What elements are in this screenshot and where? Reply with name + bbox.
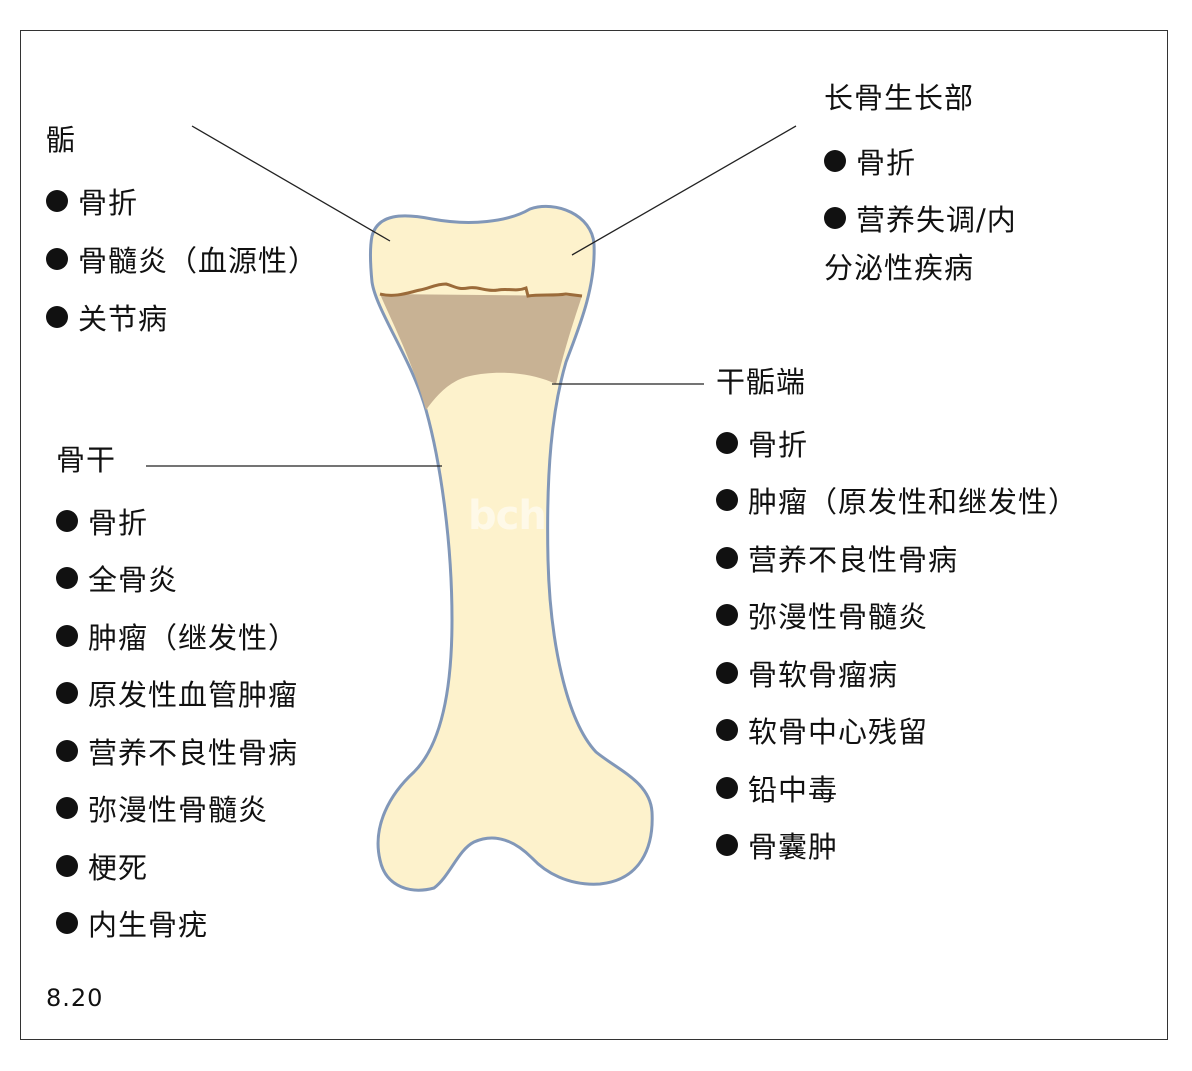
list-item-label: 营养不良性骨病 (748, 542, 959, 577)
growth-plate-group: 长骨生长部 骨折 营养失调/内 分泌性疾病 (824, 78, 1017, 288)
bullet-icon (716, 834, 738, 857)
bullet-icon (56, 624, 78, 647)
figure-number: 8.20 (46, 984, 104, 1012)
bullet-icon (56, 682, 78, 705)
bullet-icon (56, 854, 78, 877)
list-item-label: 营养失调/内 (856, 202, 1017, 237)
list-item-label: 铅中毒 (748, 772, 839, 807)
growth-plate-list: 骨折 营养失调/内 (824, 132, 1017, 246)
list-item-label: 全骨炎 (88, 563, 179, 598)
list-item: 营养不良性骨病 (716, 529, 1078, 587)
epiphysis-group: 骺 骨折 骨髓炎（血源性） 关节病 (46, 120, 318, 346)
list-item-label: 肿瘤（原发性和继发性） (748, 485, 1079, 520)
list-item: 骨软骨瘤病 (716, 644, 1078, 702)
list-item: 骨折 (46, 172, 318, 230)
bullet-icon (716, 604, 738, 627)
bullet-icon (716, 719, 738, 742)
bullet-icon (716, 431, 738, 454)
diaphysis-list: 骨折 全骨炎 肿瘤（继发性） 原发性血管肿瘤 营养不良性骨病 弥漫性骨髓炎 梗死… (56, 492, 298, 952)
list-item: 骨折 (824, 132, 1017, 189)
list-item: 骨折 (716, 414, 1078, 472)
list-item-label: 骨折 (88, 505, 149, 540)
list-item-label: 梗死 (88, 850, 149, 885)
list-item: 肿瘤（继发性） (56, 607, 298, 665)
growth-plate-heading: 长骨生长部 (824, 81, 975, 115)
leader-line-growth-plate (571, 125, 797, 256)
list-item-label: 骨髓炎（血源性） (78, 244, 319, 278)
bullet-icon (56, 567, 78, 590)
list-item: 骨髓炎（血源性） (46, 230, 318, 288)
bullet-icon (716, 489, 738, 512)
metaphysis-heading: 干骺端 (716, 365, 807, 399)
diaphysis-group: 骨干 骨折 全骨炎 肿瘤（继发性） 原发性血管肿瘤 营养不良性骨病 弥漫性骨髓炎… (56, 440, 298, 952)
bullet-icon (824, 206, 846, 229)
growth-line (379, 282, 583, 298)
epiphysis-heading: 骺 (46, 123, 77, 157)
list-item: 梗死 (56, 837, 298, 895)
list-item-label: 关节病 (78, 302, 169, 336)
list-item-label: 原发性血管肿瘤 (88, 678, 299, 713)
list-item: 营养失调/内 (824, 189, 1017, 246)
list-item: 肿瘤（原发性和继发性） (716, 472, 1078, 530)
bullet-icon (716, 661, 738, 684)
list-item: 营养不良性骨病 (56, 722, 298, 780)
bullet-icon (716, 546, 738, 569)
list-item: 关节病 (46, 288, 318, 346)
bullet-icon (824, 149, 846, 172)
bullet-icon (56, 739, 78, 762)
bullet-icon (46, 190, 68, 212)
bullet-icon (46, 248, 68, 270)
bullet-icon (716, 776, 738, 799)
epiphysis-list: 骨折 骨髓炎（血源性） 关节病 (46, 172, 318, 346)
list-item: 铅中毒 (716, 759, 1078, 817)
bullet-icon (56, 797, 78, 820)
list-item-label: 肿瘤（继发性） (88, 620, 299, 655)
list-item-label: 弥漫性骨髓炎 (748, 600, 929, 635)
list-item-label: 软骨中心残留 (748, 715, 929, 750)
watermark-logo: bch (468, 493, 547, 539)
list-item: 软骨中心残留 (716, 702, 1078, 760)
list-item-label: 骨折 (748, 427, 809, 462)
metaphysis-group: 干骺端 骨折 肿瘤（原发性和继发性） 营养不良性骨病 弥漫性骨髓炎 骨软骨瘤病 … (716, 362, 1078, 874)
bullet-icon (56, 912, 78, 935)
growth-plate-region (380, 294, 582, 410)
growth-plate-continuation: 分泌性疾病 (824, 251, 975, 285)
metaphysis-list: 骨折 肿瘤（原发性和继发性） 营养不良性骨病 弥漫性骨髓炎 骨软骨瘤病 软骨中心… (716, 414, 1078, 874)
list-item: 全骨炎 (56, 550, 298, 608)
bullet-icon (46, 306, 68, 328)
list-item-label: 骨软骨瘤病 (748, 657, 899, 692)
list-item-label: 弥漫性骨髓炎 (88, 793, 269, 828)
list-item-label: 骨折 (78, 186, 139, 220)
figure-frame (20, 30, 1168, 1040)
list-item: 内生骨疣 (56, 895, 298, 953)
diaphysis-heading: 骨干 (56, 443, 117, 477)
list-item-label: 内生骨疣 (88, 908, 209, 943)
bullet-icon (56, 509, 78, 532)
list-item: 原发性血管肿瘤 (56, 665, 298, 723)
leader-line-epiphysis (191, 125, 391, 242)
list-item: 骨囊肿 (716, 817, 1078, 875)
list-item-label: 营养不良性骨病 (88, 735, 299, 770)
list-item: 弥漫性骨髓炎 (716, 587, 1078, 645)
list-item-label: 骨折 (856, 145, 917, 180)
list-item: 骨折 (56, 492, 298, 550)
list-item: 弥漫性骨髓炎 (56, 780, 298, 838)
list-item-label: 骨囊肿 (748, 830, 839, 865)
